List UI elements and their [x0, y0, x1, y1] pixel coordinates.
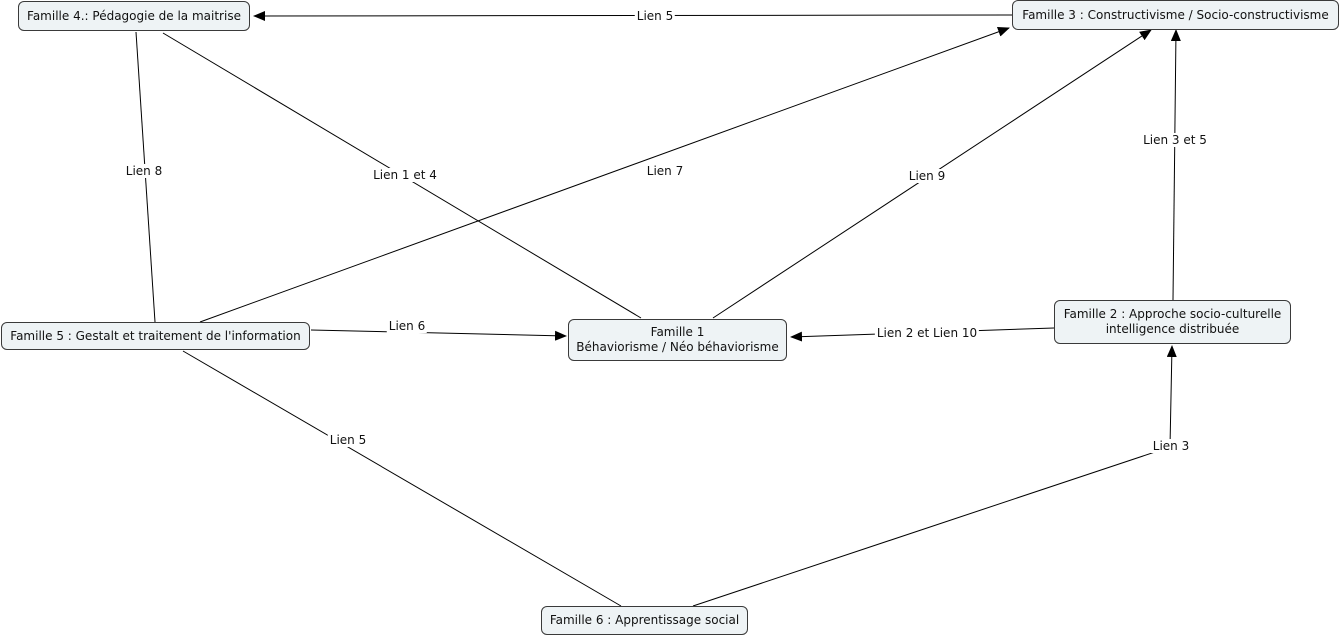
link-label-f3-f4: Lien 5	[634, 9, 676, 23]
node-famille-2-subtitle: intelligence distribuée	[1105, 322, 1240, 336]
node-famille-3[interactable]: Famille 3 : Constructivisme / Socio-cons…	[1012, 0, 1339, 30]
node-famille-4-label: Famille 4.: Pédagogie de la maitrise	[27, 8, 241, 23]
node-famille-1-subtitle: Béhaviorisme / Néo béhaviorisme	[576, 340, 779, 354]
link-label-f4-f1: Lien 1 et 4	[371, 168, 439, 182]
link-label-f6-f2: Lien 3	[1150, 439, 1192, 453]
link-label-f5-f6: Lien 5	[327, 433, 369, 447]
link-line-f6-f2	[692, 345, 1177, 607]
link-line-f2-f3	[1170, 29, 1181, 301]
link-line-f3-f4	[253, 10, 1013, 21]
node-famille-1-title: Famille 1	[650, 325, 705, 339]
link-line-f5-f6	[182, 350, 622, 607]
node-famille-2[interactable]: Famille 2 : Approche socio-culturelle in…	[1054, 300, 1291, 344]
link-label-f2-f1: Lien 2 et Lien 10	[874, 326, 980, 340]
node-famille-4[interactable]: Famille 4.: Pédagogie de la maitrise	[18, 1, 250, 31]
link-label-f5-f1: Lien 6	[386, 319, 428, 333]
node-famille-6[interactable]: Famille 6 : Apprentissage social	[541, 606, 748, 635]
link-label-f1-f3: Lien 9	[906, 169, 948, 183]
node-famille-1[interactable]: Famille 1 Béhaviorisme / Néo béhaviorism…	[568, 319, 787, 361]
node-famille-5[interactable]: Famille 5 : Gestalt et traitement de l'i…	[1, 322, 310, 350]
link-label-f4-f5: Lien 8	[123, 164, 165, 178]
link-label-f5-f3: Lien 7	[644, 164, 686, 178]
link-line-f5-f3	[199, 27, 1010, 323]
node-famille-3-label: Famille 3 : Constructivisme / Socio-cons…	[1022, 7, 1329, 22]
link-line-f5-f1	[310, 329, 567, 341]
node-famille-5-label: Famille 5 : Gestalt et traitement de l'i…	[10, 328, 301, 343]
node-famille-6-label: Famille 6 : Apprentissage social	[549, 613, 740, 627]
link-label-f2-f3: Lien 3 et 5	[1141, 133, 1209, 147]
node-famille-2-title: Famille 2 : Approche socio-culturelle	[1063, 307, 1282, 321]
